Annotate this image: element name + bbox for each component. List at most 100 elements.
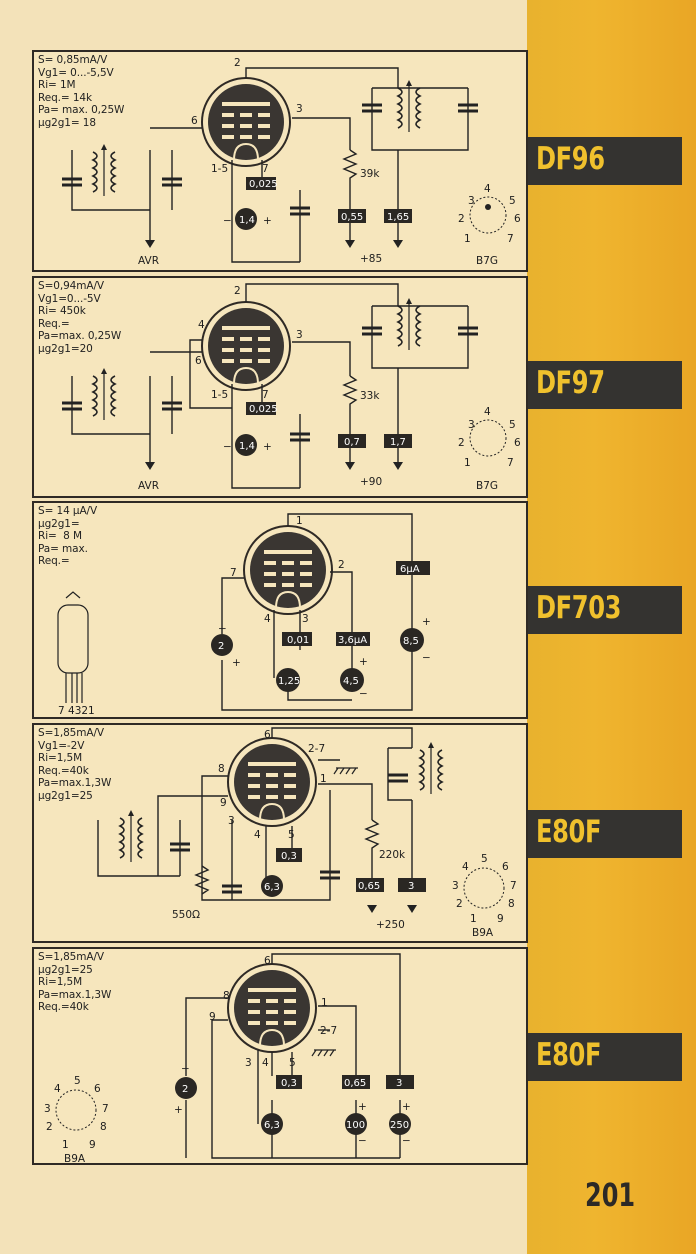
basepin-e80f-b-1: 1 <box>62 1139 69 1151</box>
value-df96-circle: 1,4 <box>239 215 255 226</box>
box-df96-1 <box>246 177 276 190</box>
tab-df97[interactable]: DF97 <box>528 361 682 409</box>
page-number: 201 <box>585 1176 636 1214</box>
resistor-e80f-a-2 <box>194 865 210 895</box>
tab-e80f-a[interactable]: E80F <box>528 810 682 858</box>
base-diagram-e80f-a <box>463 867 505 909</box>
pin-df97-left-b: 6 <box>195 355 202 367</box>
pin-df96-left: 6 <box>191 115 198 127</box>
tab-df96[interactable]: DF96 <box>528 137 682 185</box>
base-diagram-e80f-b <box>55 1089 97 1131</box>
label-df97-avr: AVR <box>138 480 159 492</box>
pin-e80f-a-right: 1 <box>320 773 327 785</box>
resistor-df96-label: 39k <box>360 168 380 180</box>
value-df97-circle: 1,4 <box>239 441 255 452</box>
box-e80f-b-1 <box>276 1075 302 1089</box>
pin-df97-b: 7 <box>262 389 269 401</box>
basepin-e80f-a-7: 7 <box>510 880 517 892</box>
basepin-e80f-a-8: 8 <box>508 898 515 910</box>
pin-df96-right: 3 <box>296 103 303 115</box>
pin-df97-top: 2 <box>234 285 241 297</box>
basepin-e80f-a-4: 4 <box>462 861 469 873</box>
pin-e80f-b-left-a: 8 <box>223 990 230 1002</box>
resistor-df97-label: 33k <box>360 390 380 402</box>
circle-df703-mid <box>276 668 300 692</box>
coil-df97-in <box>92 367 116 421</box>
value-e80f-b-c-right: 100 <box>346 1120 365 1131</box>
pin-e80f-a-left-a: 8 <box>218 763 225 775</box>
coil-e80f-a-in <box>119 809 143 863</box>
pin-e80f-b-b-a: 3 <box>245 1057 252 1069</box>
arrow-df97-supply <box>345 462 355 470</box>
arrow-df97-avr <box>145 462 155 470</box>
basepin-df97-6: 6 <box>514 437 521 449</box>
value-df703-box1: 0,01 <box>287 635 309 646</box>
box-df703-3 <box>396 561 430 575</box>
arrow-df97-b <box>393 462 403 470</box>
value-e80f-b-box3: 3 <box>396 1078 402 1089</box>
schematic-df703 <box>221 513 413 711</box>
basepin-e80f-b-8: 8 <box>100 1121 107 1133</box>
arrow-df96-supply <box>345 240 355 248</box>
sign-df703-plus-2: + <box>359 656 368 668</box>
box-e80f-b-2 <box>342 1075 370 1089</box>
value-e80f-b-c-mid: 6,3 <box>264 1120 280 1131</box>
box-df703-1 <box>282 632 312 646</box>
label-df96-base: B7G <box>476 255 498 267</box>
sign-e80f-b-minus-3: − <box>402 1135 411 1147</box>
circle-df703-far <box>400 628 424 652</box>
value-df96-box3: 1,65 <box>387 212 409 223</box>
pin-e80f-a-b-c: 5 <box>288 829 295 841</box>
gnd-e80f-b <box>311 1049 336 1057</box>
label-df96-supply: +85 <box>360 253 382 265</box>
value-e80f-a-circle: 6,3 <box>264 882 280 893</box>
sign-df703-plus-1: + <box>232 657 241 669</box>
value-df97-box2: 0,7 <box>344 437 360 448</box>
basepin-df97-5: 5 <box>509 419 516 431</box>
basepin-df96-6: 6 <box>514 213 521 225</box>
value-df96-box1: 0,025 <box>249 179 278 190</box>
sign-df97-plus: + <box>263 441 272 453</box>
label-df703-leads: 7 4321 <box>58 705 95 717</box>
pin-df703-top: 1 <box>296 515 303 527</box>
circle-df97 <box>235 434 257 456</box>
pin-df97-right: 3 <box>296 329 303 341</box>
circle-df703-right <box>340 668 364 692</box>
value-e80f-a-box1: 0,3 <box>281 851 297 862</box>
sign-df703-plus-3: + <box>422 616 431 628</box>
basepin-e80f-b-5: 5 <box>74 1075 81 1087</box>
tab-e80f-b[interactable]: E80F <box>528 1033 682 1081</box>
sign-e80f-b-plus-1: + <box>174 1104 183 1116</box>
basepin-e80f-b-4: 4 <box>54 1083 61 1095</box>
gnd-e80f-a <box>333 767 358 775</box>
box-e80f-a-1 <box>276 848 302 862</box>
tab-df703[interactable]: DF703 <box>528 586 682 634</box>
basepin-e80f-a-2: 2 <box>456 898 463 910</box>
pin-df96-bl: 1-5 <box>211 163 228 175</box>
basepin-e80f-b-9: 9 <box>89 1139 96 1151</box>
pin-df97-left-a: 4 <box>198 319 205 331</box>
pin-e80f-a-top: 6 <box>264 729 271 741</box>
schematic-df96 <box>71 67 469 263</box>
circle-df96 <box>235 208 257 230</box>
arrow-df96-avr <box>145 240 155 248</box>
basepin-e80f-a-3: 3 <box>452 880 459 892</box>
pin-e80f-b-gnd: 2-7 <box>320 1025 337 1037</box>
arrow-e80f-a-supply <box>367 905 377 913</box>
basepin-df96-5: 5 <box>509 195 516 207</box>
box-df97-3 <box>384 434 412 448</box>
basepin-df97-3: 3 <box>468 419 475 431</box>
basepin-e80f-b-6: 6 <box>94 1083 101 1095</box>
value-e80f-a-box3: 3 <box>408 881 414 892</box>
box-df703-2 <box>336 632 370 646</box>
pin-df703-left: 7 <box>230 567 237 579</box>
pin-e80f-a-b-a: 3 <box>228 815 235 827</box>
sign-e80f-b-minus-2: − <box>358 1135 367 1147</box>
basepin-df97-1: 1 <box>464 457 471 469</box>
value-df703-c-mid: 1,25 <box>278 676 300 687</box>
basepin-df97-4: 4 <box>484 406 491 418</box>
sign-df96-plus: + <box>263 215 272 227</box>
